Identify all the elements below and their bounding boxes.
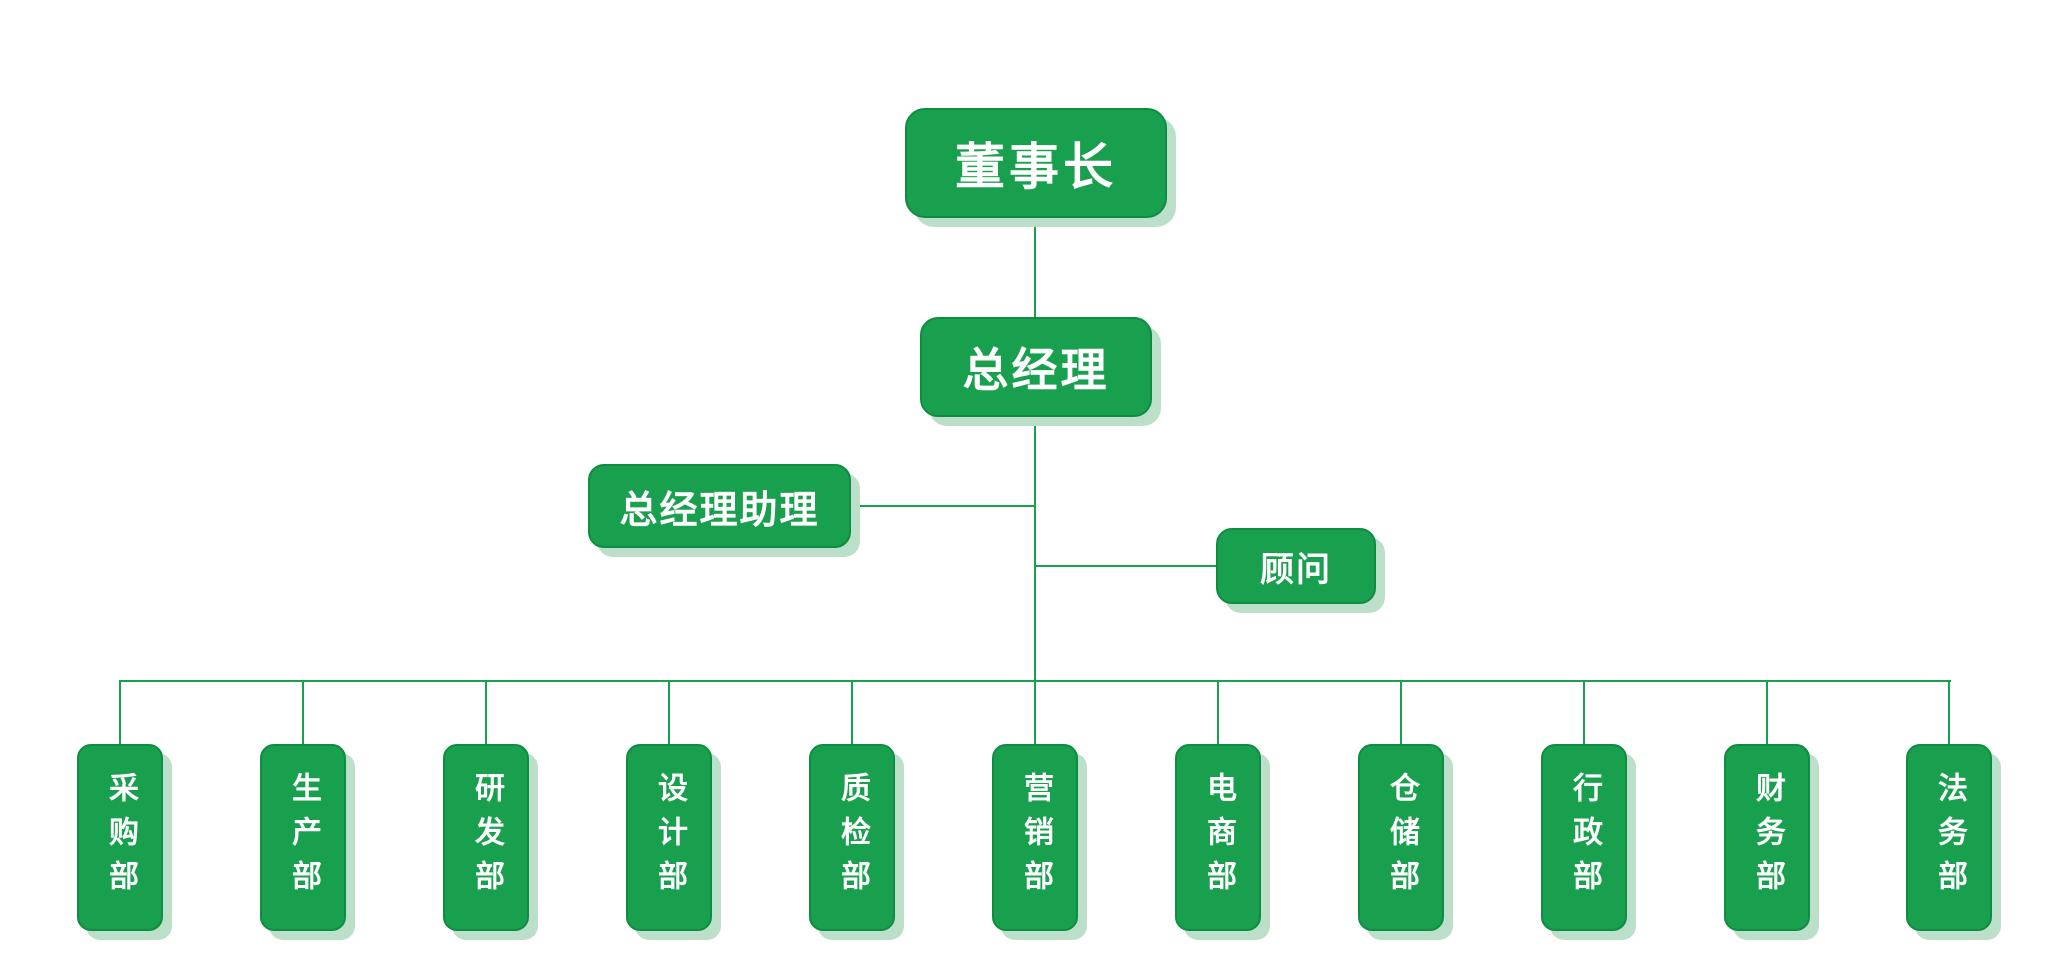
connector-chairman-gm [1034,218,1036,317]
node-dept-quality-label: 质检部 [836,771,869,904]
node-dept-marketing[interactable]: 营销部 [992,744,1078,931]
node-dept-marketing-label: 营销部 [1019,771,1052,904]
connector-stub-admin [1583,682,1585,744]
connector-gm-advisor [1034,565,1218,567]
node-dept-warehouse-label: 仓储部 [1385,771,1418,904]
node-chairman[interactable]: 董事长 [905,108,1167,218]
connector-stub-finance [1766,682,1768,744]
connector-stub-procurement [119,682,121,744]
node-dept-legal-label: 法务部 [1933,771,1966,904]
node-dept-finance-label: 财务部 [1751,771,1784,904]
node-dept-design-label: 设计部 [653,771,686,904]
connector-stub-production [302,682,304,744]
connector-gm-assistant [849,505,1036,507]
connector-departments-bus [119,680,1951,682]
node-dept-quality[interactable]: 质检部 [809,744,895,931]
node-advisor[interactable]: 顾问 [1216,528,1376,604]
node-dept-procurement[interactable]: 采购部 [77,744,163,931]
node-dept-rnd-label: 研发部 [470,771,503,904]
connector-stub-quality [851,682,853,744]
connector-stub-legal [1948,682,1950,744]
node-dept-rnd[interactable]: 研发部 [443,744,529,931]
node-dept-legal[interactable]: 法务部 [1906,744,1992,931]
node-dept-admin[interactable]: 行政部 [1541,744,1627,931]
node-gm-assistant[interactable]: 总经理助理 [588,464,851,548]
connector-stub-marketing [1034,682,1036,744]
connector-stub-design [668,682,670,744]
node-dept-production[interactable]: 生产部 [260,744,346,931]
node-dept-warehouse[interactable]: 仓储部 [1358,744,1444,931]
node-dept-admin-label: 行政部 [1568,771,1601,904]
node-dept-production-label: 生产部 [287,771,320,904]
node-dept-ecommerce[interactable]: 电商部 [1175,744,1261,931]
node-dept-finance[interactable]: 财务部 [1724,744,1810,931]
node-advisor-label: 顾问 [1260,550,1332,589]
connector-stub-ecommerce [1217,682,1219,744]
node-general-manager[interactable]: 总经理 [920,317,1152,417]
connector-gm-trunk [1034,417,1036,682]
node-chairman-label: 董事长 [955,139,1117,195]
node-dept-ecommerce-label: 电商部 [1202,771,1235,904]
node-dept-procurement-label: 采购部 [104,771,137,904]
connector-stub-warehouse [1400,682,1402,744]
node-gm-assistant-label: 总经理助理 [619,489,820,532]
connector-stub-rnd [485,682,487,744]
node-general-manager-label: 总经理 [962,344,1110,396]
node-dept-design[interactable]: 设计部 [626,744,712,931]
